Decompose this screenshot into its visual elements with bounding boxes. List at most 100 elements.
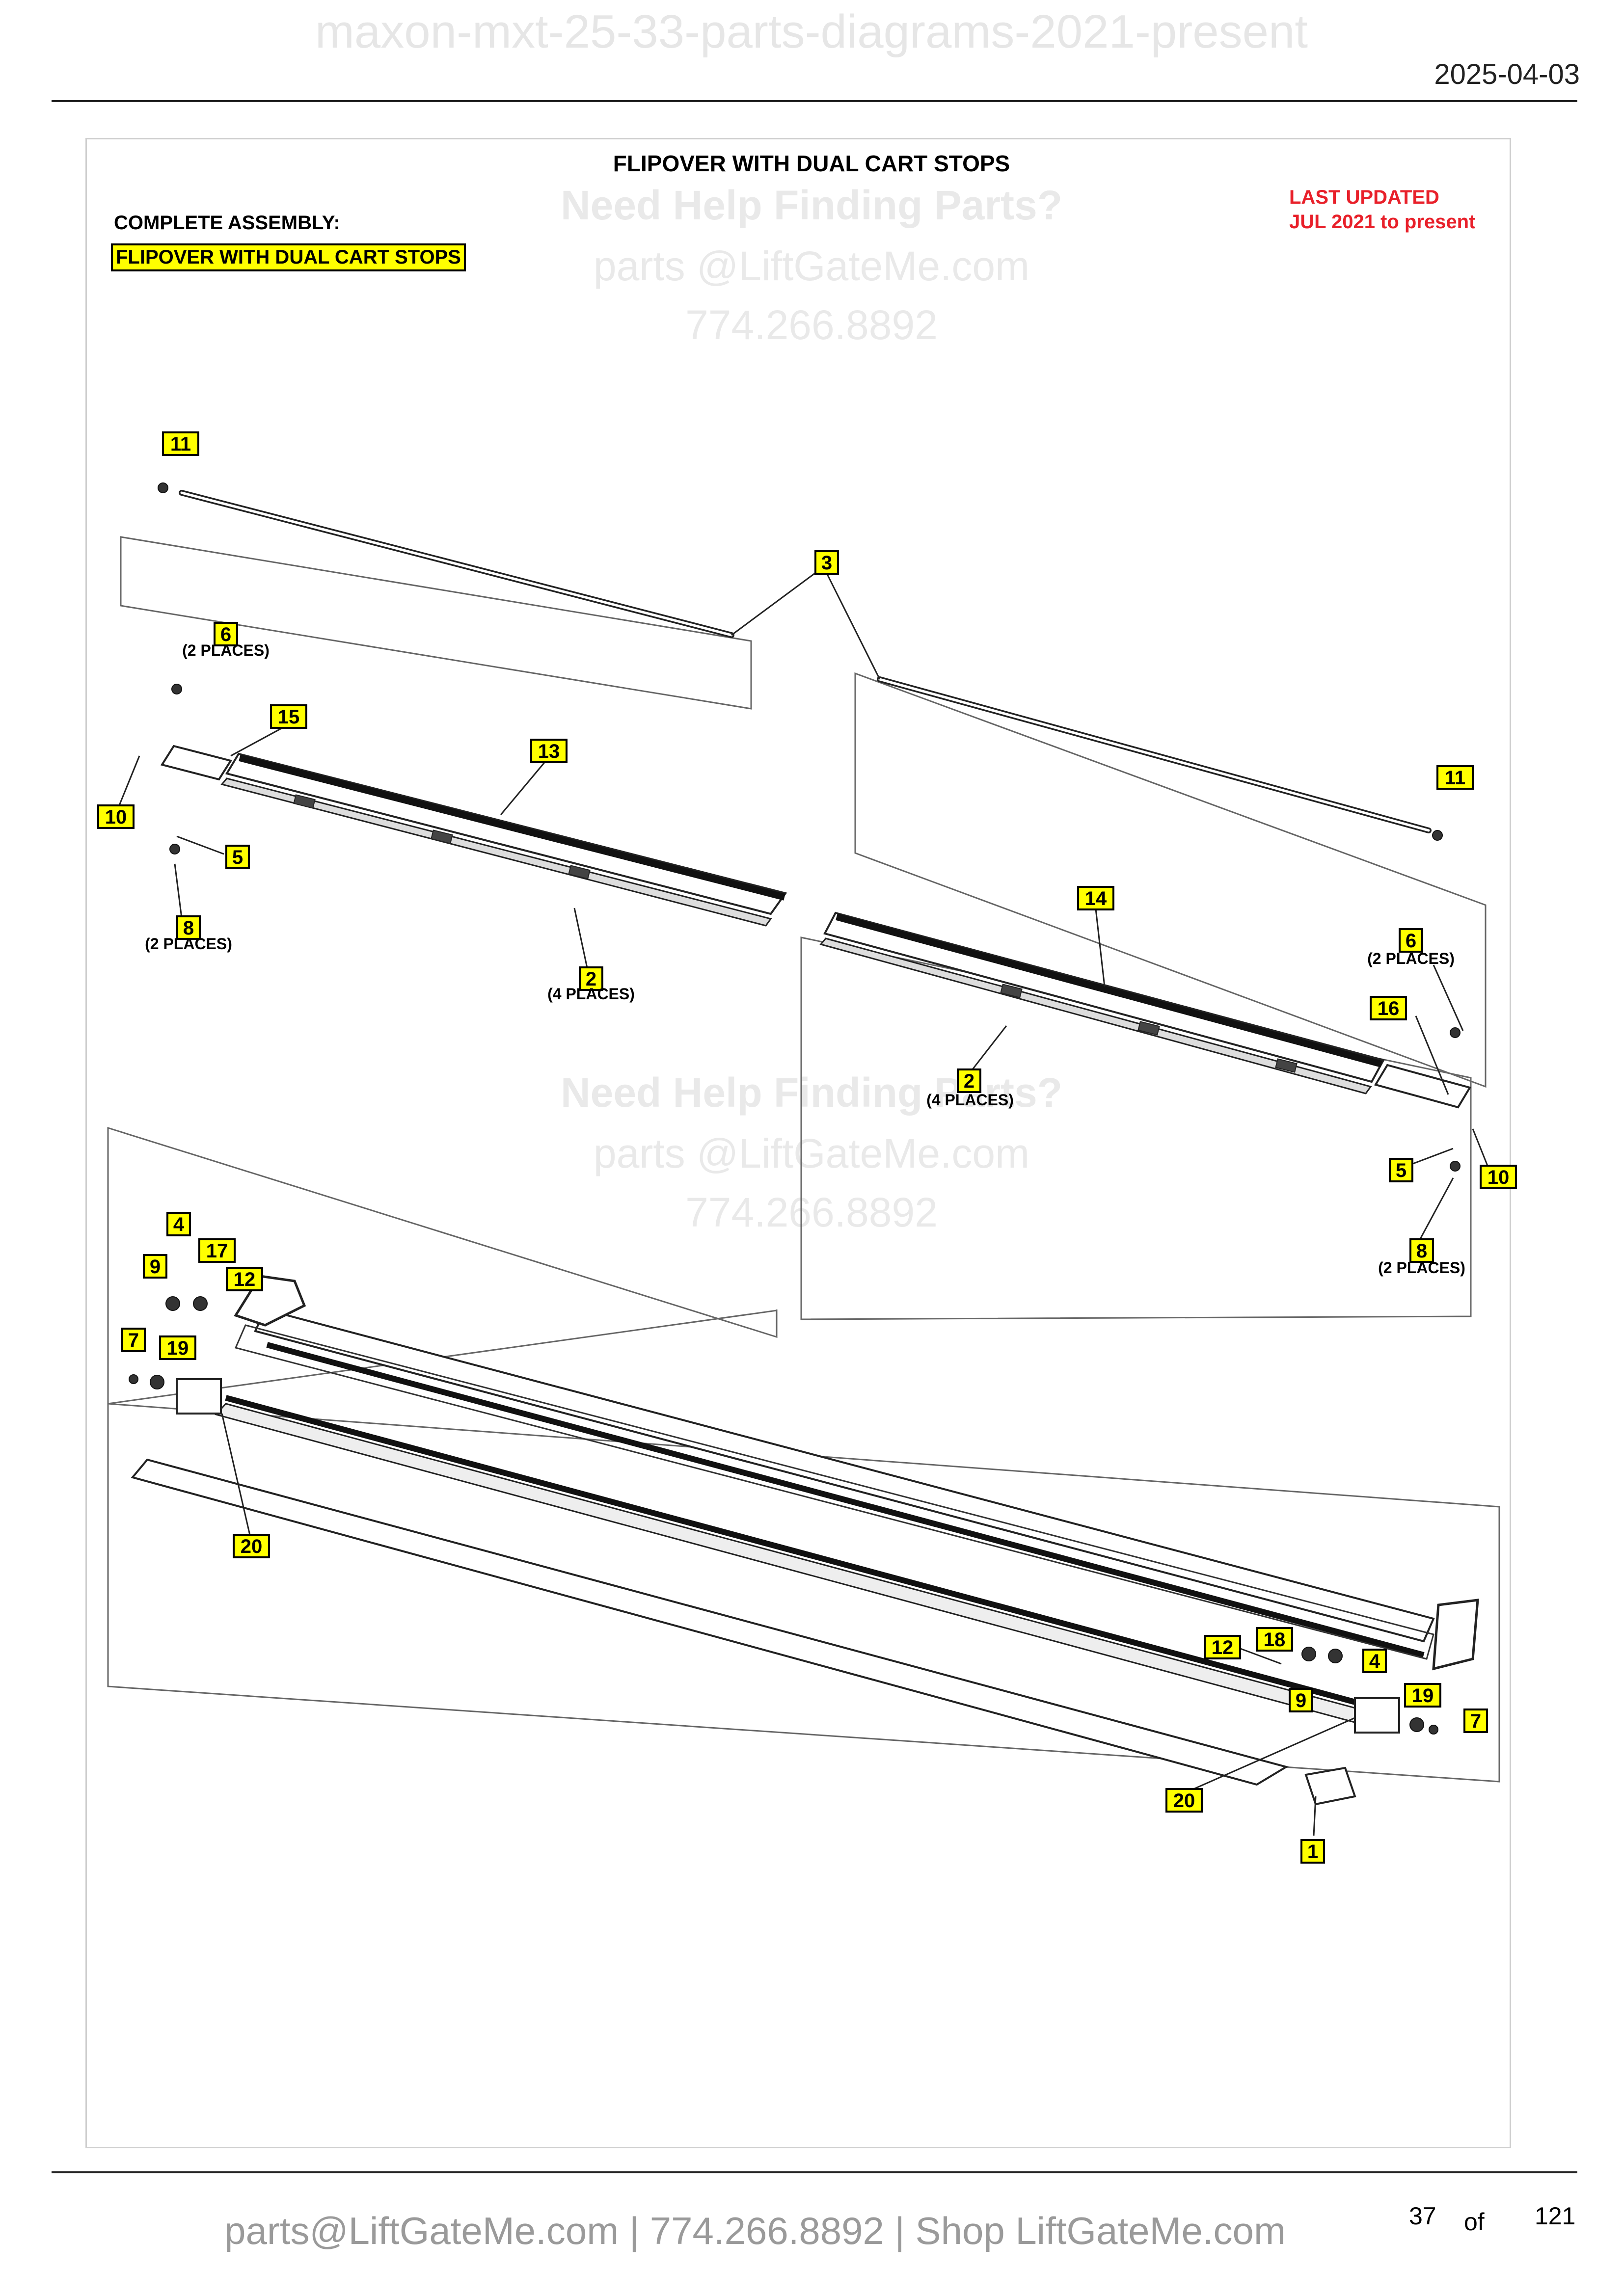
- footer-contact: parts@LiftGateMe.com | 774.266.8892 | Sh…: [0, 2209, 1623, 2253]
- fasteners: [129, 482, 1461, 1735]
- callout-number: 6: [220, 624, 231, 645]
- flipover-plate-13: [160, 745, 787, 927]
- callout-box: [226, 1267, 263, 1291]
- header-rule: [52, 100, 1577, 102]
- callout-number: 9: [1296, 1690, 1306, 1711]
- callout-number: 10: [1488, 1167, 1510, 1188]
- callout-number: 12: [1212, 1637, 1234, 1658]
- phone-watermark-mid: 774.266.8892: [685, 1189, 938, 1235]
- callout-number: 5: [1396, 1160, 1407, 1181]
- callout-box: [1204, 1635, 1241, 1659]
- callout-number: 16: [1378, 998, 1400, 1019]
- callout-number: 11: [170, 433, 191, 455]
- callout-box: [1463, 1709, 1488, 1733]
- header-watermark: maxon-mxt-25-33-parts-diagrams-2021-pres…: [315, 5, 1308, 58]
- callout-number: 6: [1406, 930, 1416, 952]
- main-platform: [131, 1275, 1479, 1806]
- last-updated-range: JUL 2021 to present: [1289, 211, 1476, 233]
- callout-number: 4: [173, 1214, 185, 1235]
- callout-number: 13: [538, 741, 560, 762]
- callout-box: [1480, 1165, 1517, 1189]
- assembly-label: COMPLETE ASSEMBLY:: [114, 212, 340, 234]
- callout-box: [143, 1254, 167, 1279]
- callout-number: 3: [821, 552, 832, 574]
- callout-box: [233, 1534, 270, 1558]
- callout-number: 17: [206, 1240, 228, 1262]
- callout-box: [1370, 996, 1407, 1020]
- email-watermark-mid: parts @LiftGateMe.com: [593, 1130, 1030, 1176]
- page-total: 121: [1535, 2202, 1576, 2230]
- hinge-bumpers: [293, 794, 1298, 1073]
- callout-box: [530, 739, 568, 763]
- phone-watermark-top: 774.266.8892: [685, 302, 938, 348]
- callout-box: [579, 966, 603, 991]
- help-watermark-top: Need Help Finding Parts?: [560, 182, 1063, 228]
- callout-number: 7: [1470, 1710, 1481, 1732]
- callout-number: 19: [167, 1337, 189, 1359]
- quantity-note: (2 PLACES): [1378, 1259, 1465, 1277]
- callout-box: [97, 804, 135, 829]
- callout-box: [166, 1212, 191, 1236]
- lower-base-panel: [107, 1403, 1500, 1783]
- sheet-title: FLIPOVER WITH DUAL CART STOPS: [613, 151, 1010, 176]
- footer-rule: [52, 2171, 1577, 2173]
- page-number: 37: [1409, 2202, 1436, 2230]
- callout-number: 18: [1264, 1629, 1286, 1651]
- callout-box: [225, 845, 250, 869]
- callout-box: [1300, 1839, 1325, 1864]
- callout-box: [214, 622, 238, 646]
- callout-number: 8: [1416, 1240, 1427, 1262]
- callout-number: 20: [241, 1536, 263, 1557]
- assembly-name: FLIPOVER WITH DUAL CART STOPS: [111, 243, 466, 271]
- callout-box: [270, 704, 307, 729]
- callout-box: [957, 1068, 981, 1093]
- callout-number: 9: [150, 1256, 161, 1278]
- callout-box: [1404, 1683, 1441, 1708]
- flipover-plate-14: [819, 911, 1472, 1109]
- quantity-note: (4 PLACES): [926, 1091, 1014, 1109]
- quantity-note: (2 PLACES): [182, 641, 270, 659]
- callout-box: [176, 915, 201, 940]
- part-1-pad: [1304, 1766, 1356, 1806]
- callout-box: [1399, 928, 1423, 953]
- callout-number: 4: [1369, 1651, 1380, 1672]
- right-mount: [1354, 1697, 1400, 1734]
- leader-lines: [117, 572, 1489, 1836]
- right-arm: [1432, 1599, 1479, 1671]
- callout-number: 11: [1445, 767, 1465, 789]
- callout-box: [1389, 1158, 1413, 1182]
- callout-number: 12: [234, 1269, 256, 1290]
- rods: [179, 490, 1432, 833]
- callout-number: 1: [1307, 1841, 1318, 1863]
- callout-number: 5: [232, 847, 243, 868]
- header-date: 2025-04-03: [1434, 58, 1580, 90]
- callout-box: [1289, 1688, 1313, 1712]
- callout-number: 15: [278, 706, 300, 728]
- drawing-frame: [85, 138, 1511, 2148]
- callout-number: 2: [964, 1070, 974, 1092]
- callout-box: [162, 431, 199, 456]
- callout-number: 19: [1412, 1685, 1434, 1707]
- callout-box: [1362, 1649, 1387, 1673]
- upper-right-panel: [854, 672, 1487, 1088]
- callout-number: 20: [1173, 1790, 1195, 1812]
- callout-box: [1256, 1627, 1293, 1652]
- callout-number: 14: [1085, 888, 1107, 909]
- callout-box: [121, 1328, 146, 1352]
- callout-number: 8: [183, 917, 194, 939]
- callout-box: [1165, 1788, 1203, 1813]
- quantity-note: (4 PLACES): [547, 985, 635, 1003]
- callout-box: [198, 1238, 236, 1263]
- callout-box: [159, 1335, 196, 1360]
- quantity-note: (2 PLACES): [145, 935, 232, 953]
- callout-number: 10: [105, 806, 127, 828]
- upper-left-panel: [120, 536, 752, 710]
- callout-box: [814, 550, 839, 575]
- callout-number: 2: [586, 968, 596, 990]
- quantity-note: (2 PLACES): [1367, 950, 1455, 967]
- left-mount: [176, 1378, 222, 1415]
- email-watermark-top: parts @LiftGateMe.com: [593, 243, 1030, 289]
- callout-box: [1077, 886, 1114, 910]
